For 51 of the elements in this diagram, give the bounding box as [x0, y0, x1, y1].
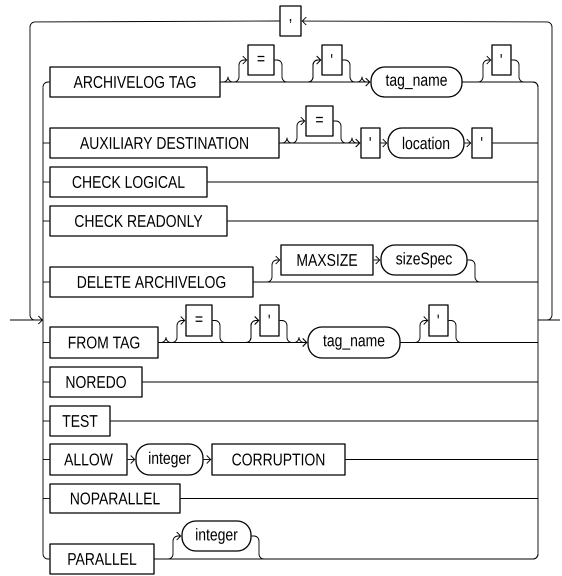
keyword-box: = — [247, 44, 275, 76]
connector-line — [30, 20, 280, 320]
keyword-box: FROM TAG — [49, 326, 159, 359]
connector-line — [203, 455, 212, 464]
connector-line — [302, 16, 552, 320]
keyword-box: MAXSIZE — [280, 244, 374, 276]
keyword-box: PARALLEL — [49, 543, 155, 575]
connector-line — [42, 342, 50, 343]
connector-line — [373, 256, 380, 264]
keyword-box: CHECK LOGICAL — [49, 166, 208, 198]
connector-line — [345, 459, 538, 460]
connector-line — [158, 337, 308, 347]
connector-line — [10, 316, 43, 324]
connector-line — [42, 420, 50, 422]
keyword-box: ALLOW — [49, 443, 128, 476]
keyword-box: ' — [471, 127, 493, 159]
connector-line — [462, 82, 538, 88]
connector-line — [42, 498, 50, 499]
connector-line — [42, 142, 50, 144]
keyword-box: = — [305, 105, 334, 137]
rail-line — [42, 88, 44, 554]
connector-line — [42, 220, 50, 222]
connector-line — [492, 142, 538, 144]
keyword-box: ARCHIVELOG TAG — [49, 66, 221, 98]
connector-line — [227, 220, 538, 222]
keyword-box: ' — [360, 127, 381, 159]
keyword-box: , — [279, 5, 302, 37]
keyword-box: CHECK READONLY — [49, 205, 228, 237]
connector-line — [400, 342, 538, 343]
keyword-box: CORRUPTION — [211, 443, 346, 476]
connector-line — [42, 459, 50, 460]
keyword-box: NOPARALLEL — [49, 483, 181, 514]
keyword-box: AUXILIARY DESTINATION — [49, 127, 280, 159]
keyword-box: NOREDO — [49, 366, 143, 398]
connector-line — [154, 553, 538, 560]
connector-line — [279, 138, 360, 148]
keyword-box: DELETE ARCHIVELOG — [49, 266, 254, 298]
connector-line — [110, 420, 538, 422]
keyword-box: ' — [321, 44, 343, 76]
connector-line — [42, 553, 50, 560]
connector-line — [180, 498, 538, 499]
connector-line — [42, 82, 50, 88]
connector-line — [464, 138, 472, 148]
keyword-box: ' — [491, 44, 512, 76]
connector-line — [380, 138, 388, 148]
keyword-box: = — [185, 304, 213, 337]
keyword-box: ' — [428, 304, 449, 337]
connector-line — [220, 76, 370, 86]
keyword-box: TEST — [49, 405, 111, 437]
keyword-box: ' — [259, 304, 280, 337]
connector-line — [127, 455, 136, 464]
